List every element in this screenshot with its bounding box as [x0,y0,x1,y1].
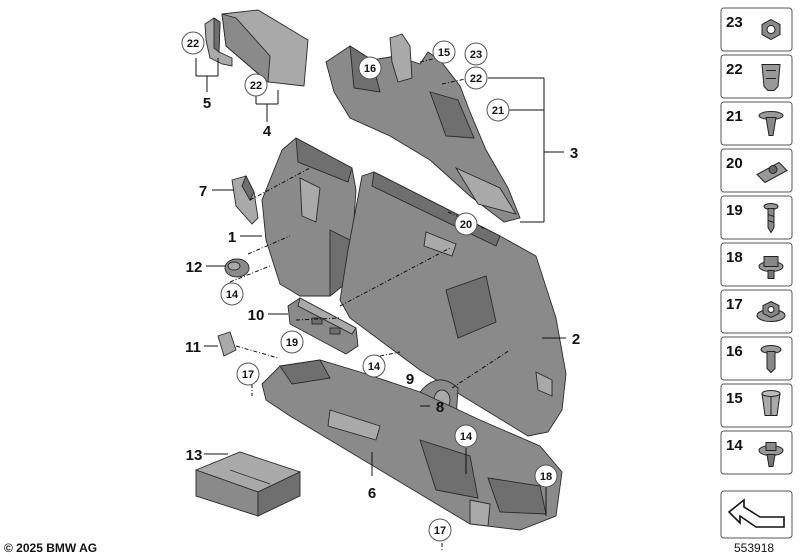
legend-label-22: 22 [726,61,743,78]
fastener-legend: 23 22 21 20 19 18 17 16 15 14 [720,7,793,475]
callout-23: 23 [464,42,488,66]
part-label-6: 6 [368,485,376,502]
legend-label-23: 23 [726,14,743,31]
part-12-cap [224,258,250,278]
callout-19: 19 [280,330,304,354]
assembly-lines [229,53,511,552]
callout-19-text: 19 [286,337,298,349]
legend-label-14: 14 [726,437,743,454]
expanding-rivet-icon [758,111,784,136]
callout-20-text: 20 [460,219,472,231]
part-label-5: 5 [203,95,211,112]
legend-label-15: 15 [726,390,743,407]
callout-14a: 14 [220,282,244,306]
callout-14c-text: 14 [460,431,473,443]
part-label-3: 3 [570,145,578,162]
callout-17a-text: 17 [242,369,254,381]
spring-clip-icon [761,64,781,91]
callout-15: 15 [432,40,456,64]
screw-icon [763,203,779,234]
copyright-text: © 2025 BMW AG [4,541,98,555]
flange-nut-icon [756,300,786,322]
legend-label-19: 19 [726,202,743,219]
legend-label-16: 16 [726,343,743,360]
callout-17b-text: 17 [434,525,446,537]
legend-navigation-cell[interactable] [720,490,793,539]
callout-22c-text: 22 [470,73,482,85]
callout-22c: 22 [464,66,488,90]
part-label-7: 7 [199,183,207,200]
legend-label-18: 18 [726,249,743,266]
part-7-bracket [231,174,259,225]
part-1-side-panel [261,137,357,297]
callout-14b-text: 14 [368,361,381,373]
rivet-icon [760,345,782,374]
callout-22b-text: 22 [250,80,262,92]
callout-14b: 14 [362,354,386,378]
part-label-10: 10 [248,307,265,324]
part-11-cover [217,331,237,357]
callout-14c: 14 [454,424,478,448]
callout-20: 20 [454,212,478,236]
leader-lines [195,58,566,516]
legend-cell-14[interactable]: 14 [720,430,793,475]
legend-cell-22[interactable]: 22 [720,54,793,99]
legend-cell-15[interactable]: 15 [720,383,793,428]
plastic-expanding-nut-icon [761,390,781,416]
callout-21-text: 21 [492,105,504,117]
callout-22a-text: 22 [187,38,199,50]
part-label-2: 2 [572,331,580,348]
push-clip-icon [758,442,784,467]
legend-cell-16[interactable]: 16 [720,336,793,381]
nut-icon [761,18,781,41]
callout-15-text: 15 [438,47,450,59]
legend-cell-17[interactable]: 17 [720,289,793,334]
arrow-icon [727,498,785,528]
callout-22b: 22 [244,73,268,97]
callout-17a: 17 [236,362,260,386]
callout-23-text: 23 [470,49,482,61]
legend-cell-23[interactable]: 23 [720,7,793,52]
part-4-cover [221,9,309,87]
legend-cell-21[interactable]: 21 [720,101,793,146]
part-label-8: 8 [436,399,444,416]
clip-nut-icon [756,161,788,184]
diagram-number: 553918 [734,541,775,555]
legend-label-20: 20 [726,155,743,172]
legend-cell-19[interactable]: 19 [720,195,793,240]
callout-18: 18 [534,464,558,488]
part-label-1: 1 [228,229,236,246]
callout-21: 21 [486,98,510,122]
legend-label-21: 21 [726,108,743,125]
legend-label-17: 17 [726,296,743,313]
part-5-bracket [204,17,233,67]
callout-14a-text: 14 [226,289,239,301]
legend-cell-20[interactable]: 20 [720,148,793,193]
part-label-11: 11 [185,339,201,356]
callout-16: 16 [358,56,382,80]
callout-17b: 17 [428,518,452,542]
part-label-9: 9 [406,371,414,388]
part-6-floor-carrier [261,359,563,531]
part-label-4: 4 [263,123,272,140]
part-10-switch-block [287,297,359,355]
callout-16-text: 16 [364,63,376,75]
part-label-12: 12 [186,259,203,276]
callout-18-text: 18 [540,471,552,483]
part-label-13: 13 [186,447,203,464]
legend-cell-18[interactable]: 18 [720,242,793,287]
hex-flange-nut-icon [758,256,784,279]
part-13-first-aid-box [194,451,302,517]
callout-22a: 22 [181,31,205,55]
